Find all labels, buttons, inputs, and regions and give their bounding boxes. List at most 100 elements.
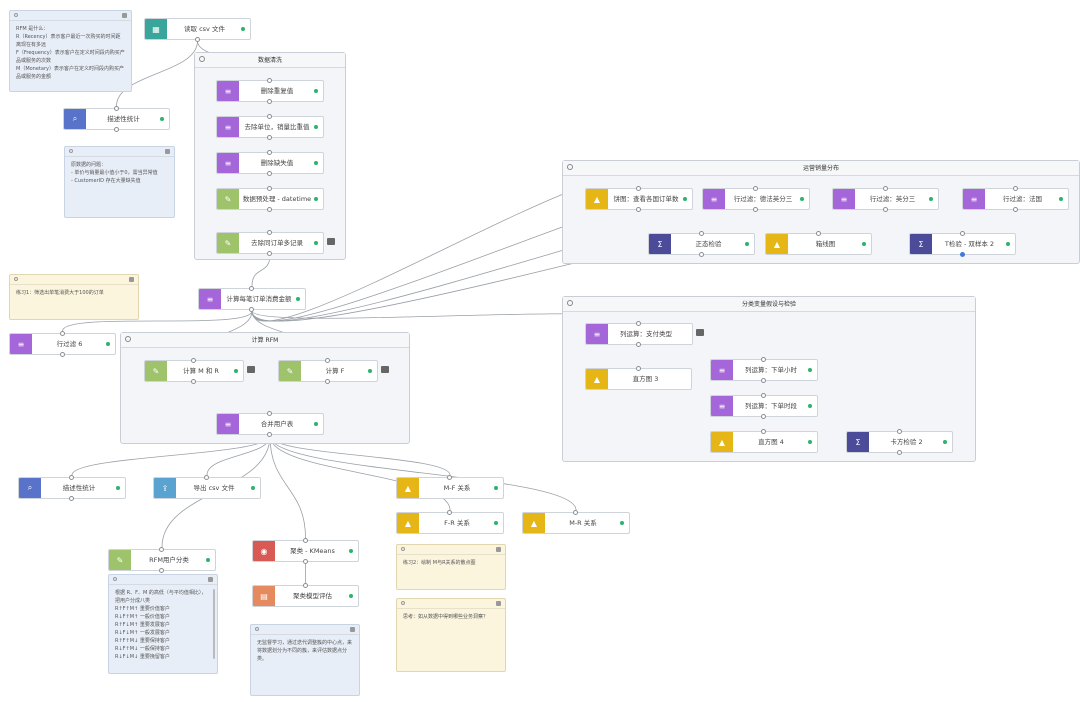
node-t-test[interactable]: Σ T检验 - 双样本 2 (909, 231, 1016, 257)
delete-icon[interactable] (496, 601, 501, 606)
note-rfm-rule[interactable]: 根据 R、F、M 的高低（与平均值相比），把用户分成八类 R↑F↑M↑ 重要价值… (108, 574, 218, 674)
input-port[interactable] (761, 393, 766, 398)
note-exercise-1[interactable]: 练习1：筛选出单笔消费大于100的订单 (9, 274, 139, 320)
collapse-icon[interactable] (14, 13, 18, 17)
node-histogram-4[interactable]: ▲ 直方图 4 (710, 429, 818, 453)
output-port[interactable] (267, 171, 272, 176)
output-port[interactable] (1012, 207, 1018, 212)
collapse-icon[interactable] (125, 336, 131, 342)
delete-icon[interactable] (208, 577, 213, 582)
node-descriptive-stats-2[interactable]: ⌕ 描述性统计 (18, 475, 126, 501)
node-filter-cohort[interactable]: ≡ 行过滤：德法英分三 (702, 186, 810, 212)
input-port[interactable] (636, 321, 641, 326)
output-port[interactable] (959, 252, 965, 257)
node-normality-test[interactable]: Σ 正态检验 (648, 231, 755, 257)
comment-icon[interactable] (327, 238, 335, 245)
collapse-icon[interactable] (199, 56, 205, 62)
input-port[interactable] (204, 475, 209, 480)
node-chi-square[interactable]: Σ 卡方检验 2 (846, 429, 953, 455)
input-port[interactable] (1012, 186, 1018, 191)
node-kmeans[interactable]: ◉ 聚类 - KMeans (252, 538, 359, 564)
output-port[interactable] (302, 559, 308, 564)
node-rfm-classification[interactable]: ✎ RFM用户分类 (108, 547, 216, 573)
input-port[interactable] (249, 286, 254, 291)
input-port[interactable] (635, 366, 641, 371)
input-port[interactable] (267, 230, 272, 235)
input-port[interactable] (267, 186, 272, 191)
input-port[interactable] (191, 358, 196, 363)
collapse-icon[interactable] (113, 577, 117, 581)
node-drop-na[interactable]: ≡ 删除缺失值 (216, 150, 324, 176)
node-remove-units[interactable]: ≡ 去除单位，销量比重值 (216, 114, 324, 140)
node-col-payment[interactable]: ≡ 列运算：支付类型 (585, 321, 704, 347)
note-kmeans[interactable]: 无监督学习，通过迭代调整簇的中心点，来将数据划分为不同的簇，来评估数据点分类。 (250, 624, 360, 696)
collapse-icon[interactable] (255, 627, 259, 631)
collapse-icon[interactable] (401, 547, 405, 551)
output-port[interactable] (267, 432, 272, 437)
node-calc-f[interactable]: ✎ 计算 F (278, 358, 389, 384)
delete-icon[interactable] (129, 277, 134, 282)
output-port[interactable] (882, 207, 888, 212)
input-port[interactable] (59, 331, 65, 336)
note-thinking[interactable]: 思考：如从数据中得到哪些业务洞察？ (396, 598, 506, 672)
collapse-icon[interactable] (401, 601, 405, 605)
output-port[interactable] (69, 496, 74, 501)
node-calc-order-amount[interactable]: ≡ 计算每笔订单消费金额 (198, 286, 306, 312)
input-port[interactable] (302, 583, 308, 588)
node-dedupe-orders[interactable]: ✎ 去除同订单多记录 (216, 230, 335, 256)
input-port[interactable] (636, 186, 641, 191)
node-descriptive-stats[interactable]: ⌕ 描述性统计 (63, 106, 170, 132)
node-col-hour[interactable]: ≡ 列运算：下单小时 (710, 357, 818, 383)
node-datetime[interactable]: ✎ 数据预处理 - datetime (216, 186, 324, 212)
node-histogram-3[interactable]: ▲ 直方图 3 (585, 366, 692, 390)
output-port[interactable] (636, 207, 641, 212)
input-port[interactable] (698, 231, 704, 236)
input-port[interactable] (447, 510, 452, 515)
input-port[interactable] (69, 475, 74, 480)
node-f-r-relation[interactable]: ▲ F-R 关系 (396, 510, 504, 534)
note-rfm-intro[interactable]: RFM 是什么： R（Recency）表示客户最近一次购买的时间距离现在有多远 … (9, 10, 132, 92)
node-col-period[interactable]: ≡ 列运算：下单时段 (710, 393, 818, 419)
input-port[interactable] (815, 231, 821, 236)
output-port[interactable] (753, 207, 758, 212)
output-port[interactable] (267, 99, 272, 104)
node-merge-users[interactable]: ≡ 合并用户表 (216, 411, 324, 437)
comment-icon[interactable] (696, 329, 704, 336)
collapse-icon[interactable] (567, 300, 573, 306)
note-data-issue[interactable]: 原数据的问题： - 单价与销量最小值小于0，需当异常值 - CustomerID… (64, 146, 175, 218)
input-port[interactable] (753, 186, 758, 191)
output-port[interactable] (698, 252, 704, 257)
input-port[interactable] (159, 547, 164, 552)
input-port[interactable] (959, 231, 965, 236)
edge-merge_user-kmeans[interactable] (269, 435, 306, 539)
input-port[interactable] (761, 429, 766, 434)
delete-icon[interactable] (350, 627, 355, 632)
input-port[interactable] (302, 538, 308, 543)
scrollbar[interactable] (213, 589, 215, 659)
output-port[interactable] (325, 379, 330, 384)
output-port[interactable] (249, 307, 254, 312)
output-port[interactable] (267, 135, 272, 140)
output-port[interactable] (761, 414, 766, 419)
input-port[interactable] (267, 114, 272, 119)
node-filter-france[interactable]: ≡ 行过滤：法国 (962, 186, 1069, 212)
input-port[interactable] (896, 429, 902, 434)
input-port[interactable] (882, 186, 888, 191)
input-port[interactable] (447, 475, 452, 480)
output-port[interactable] (896, 450, 902, 455)
node-export-csv[interactable]: ⇪ 导出 csv 文件 (153, 475, 261, 499)
input-port[interactable] (267, 78, 272, 83)
collapse-icon[interactable] (567, 164, 573, 170)
output-port[interactable] (113, 127, 119, 132)
output-port[interactable] (761, 378, 766, 383)
node-m-r-relation[interactable]: ▲ M-R 关系 (522, 510, 630, 534)
comment-icon[interactable] (381, 366, 389, 373)
delete-icon[interactable] (122, 13, 127, 18)
delete-icon[interactable] (496, 547, 501, 552)
output-port[interactable] (267, 207, 272, 212)
output-port[interactable] (267, 251, 272, 256)
output-port[interactable] (191, 379, 196, 384)
output-port[interactable] (636, 342, 641, 347)
input-port[interactable] (267, 150, 272, 155)
